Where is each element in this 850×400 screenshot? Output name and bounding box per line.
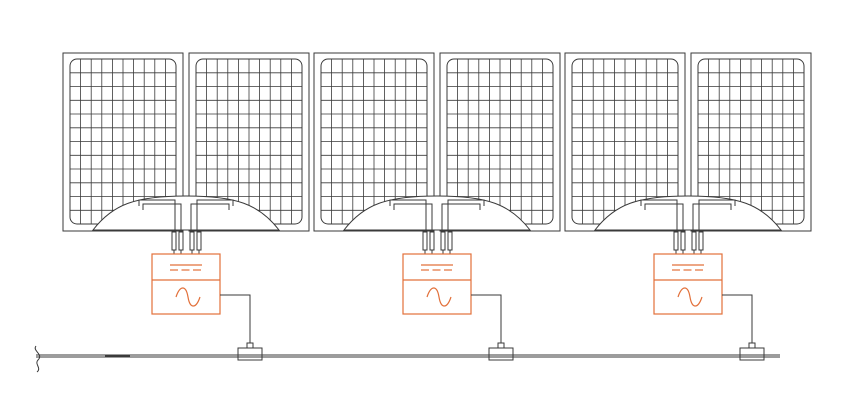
dc-lead [393,203,433,232]
microinverter [653,253,723,315]
panel-cell-grid [447,59,553,224]
microinverter [151,253,221,315]
panel-cell-grid [196,59,302,224]
panel-cell-grid [572,59,678,224]
dc-connector [196,231,202,251]
dc-lead [138,199,176,232]
dc-connector [698,231,704,251]
solar-panel [62,52,184,232]
dc-connector [429,231,435,251]
ac-output-cable [722,294,753,347]
solar-panel [439,52,561,232]
dc-lead [389,199,427,232]
dc-connector [440,231,446,251]
ac-sine-icon [426,287,452,307]
dc-connector [189,231,195,251]
system-unit-1 [62,52,310,361]
dc-connector [171,231,177,251]
bus-tap-connector [237,347,263,361]
inverter-body [653,253,723,315]
dc-lead [692,203,732,232]
microinverter [402,253,472,315]
ac-output-cable [471,294,502,347]
inverter-body [402,253,472,315]
bus-tap-connector [488,347,514,361]
dc-connector [691,231,697,251]
ac-sine-icon [677,287,703,307]
dc-connector [447,231,453,251]
dc-connector [680,231,686,251]
solar-panel [564,52,686,232]
dc-lead [698,199,736,232]
dc-connector [673,231,679,251]
dc-lead [441,203,481,232]
panel-cell-grid [698,59,804,224]
bus-tap-terminal [246,342,254,349]
dc-lead [640,199,678,232]
dc-icon [170,264,202,271]
system-unit-2 [313,52,561,361]
break-icon [34,345,41,373]
ac-sine-icon [175,287,201,307]
dc-lead [196,199,234,232]
panel-cell-grid [321,59,427,224]
dc-icon [672,264,704,271]
ac-output-cable [220,294,251,347]
dc-lead [644,203,684,232]
panel-cell-grid [70,59,176,224]
bus-tap-connector [739,347,765,361]
bus-tap-terminal [497,342,505,349]
dc-lead [142,203,182,232]
system-unit-3 [564,52,812,361]
dc-lead [447,199,485,232]
dc-icon [421,264,453,271]
inverter-body [151,253,221,315]
dc-lead [190,203,230,232]
dc-connector [422,231,428,251]
bus-tap-terminal [748,342,756,349]
dc-connector [178,231,184,251]
